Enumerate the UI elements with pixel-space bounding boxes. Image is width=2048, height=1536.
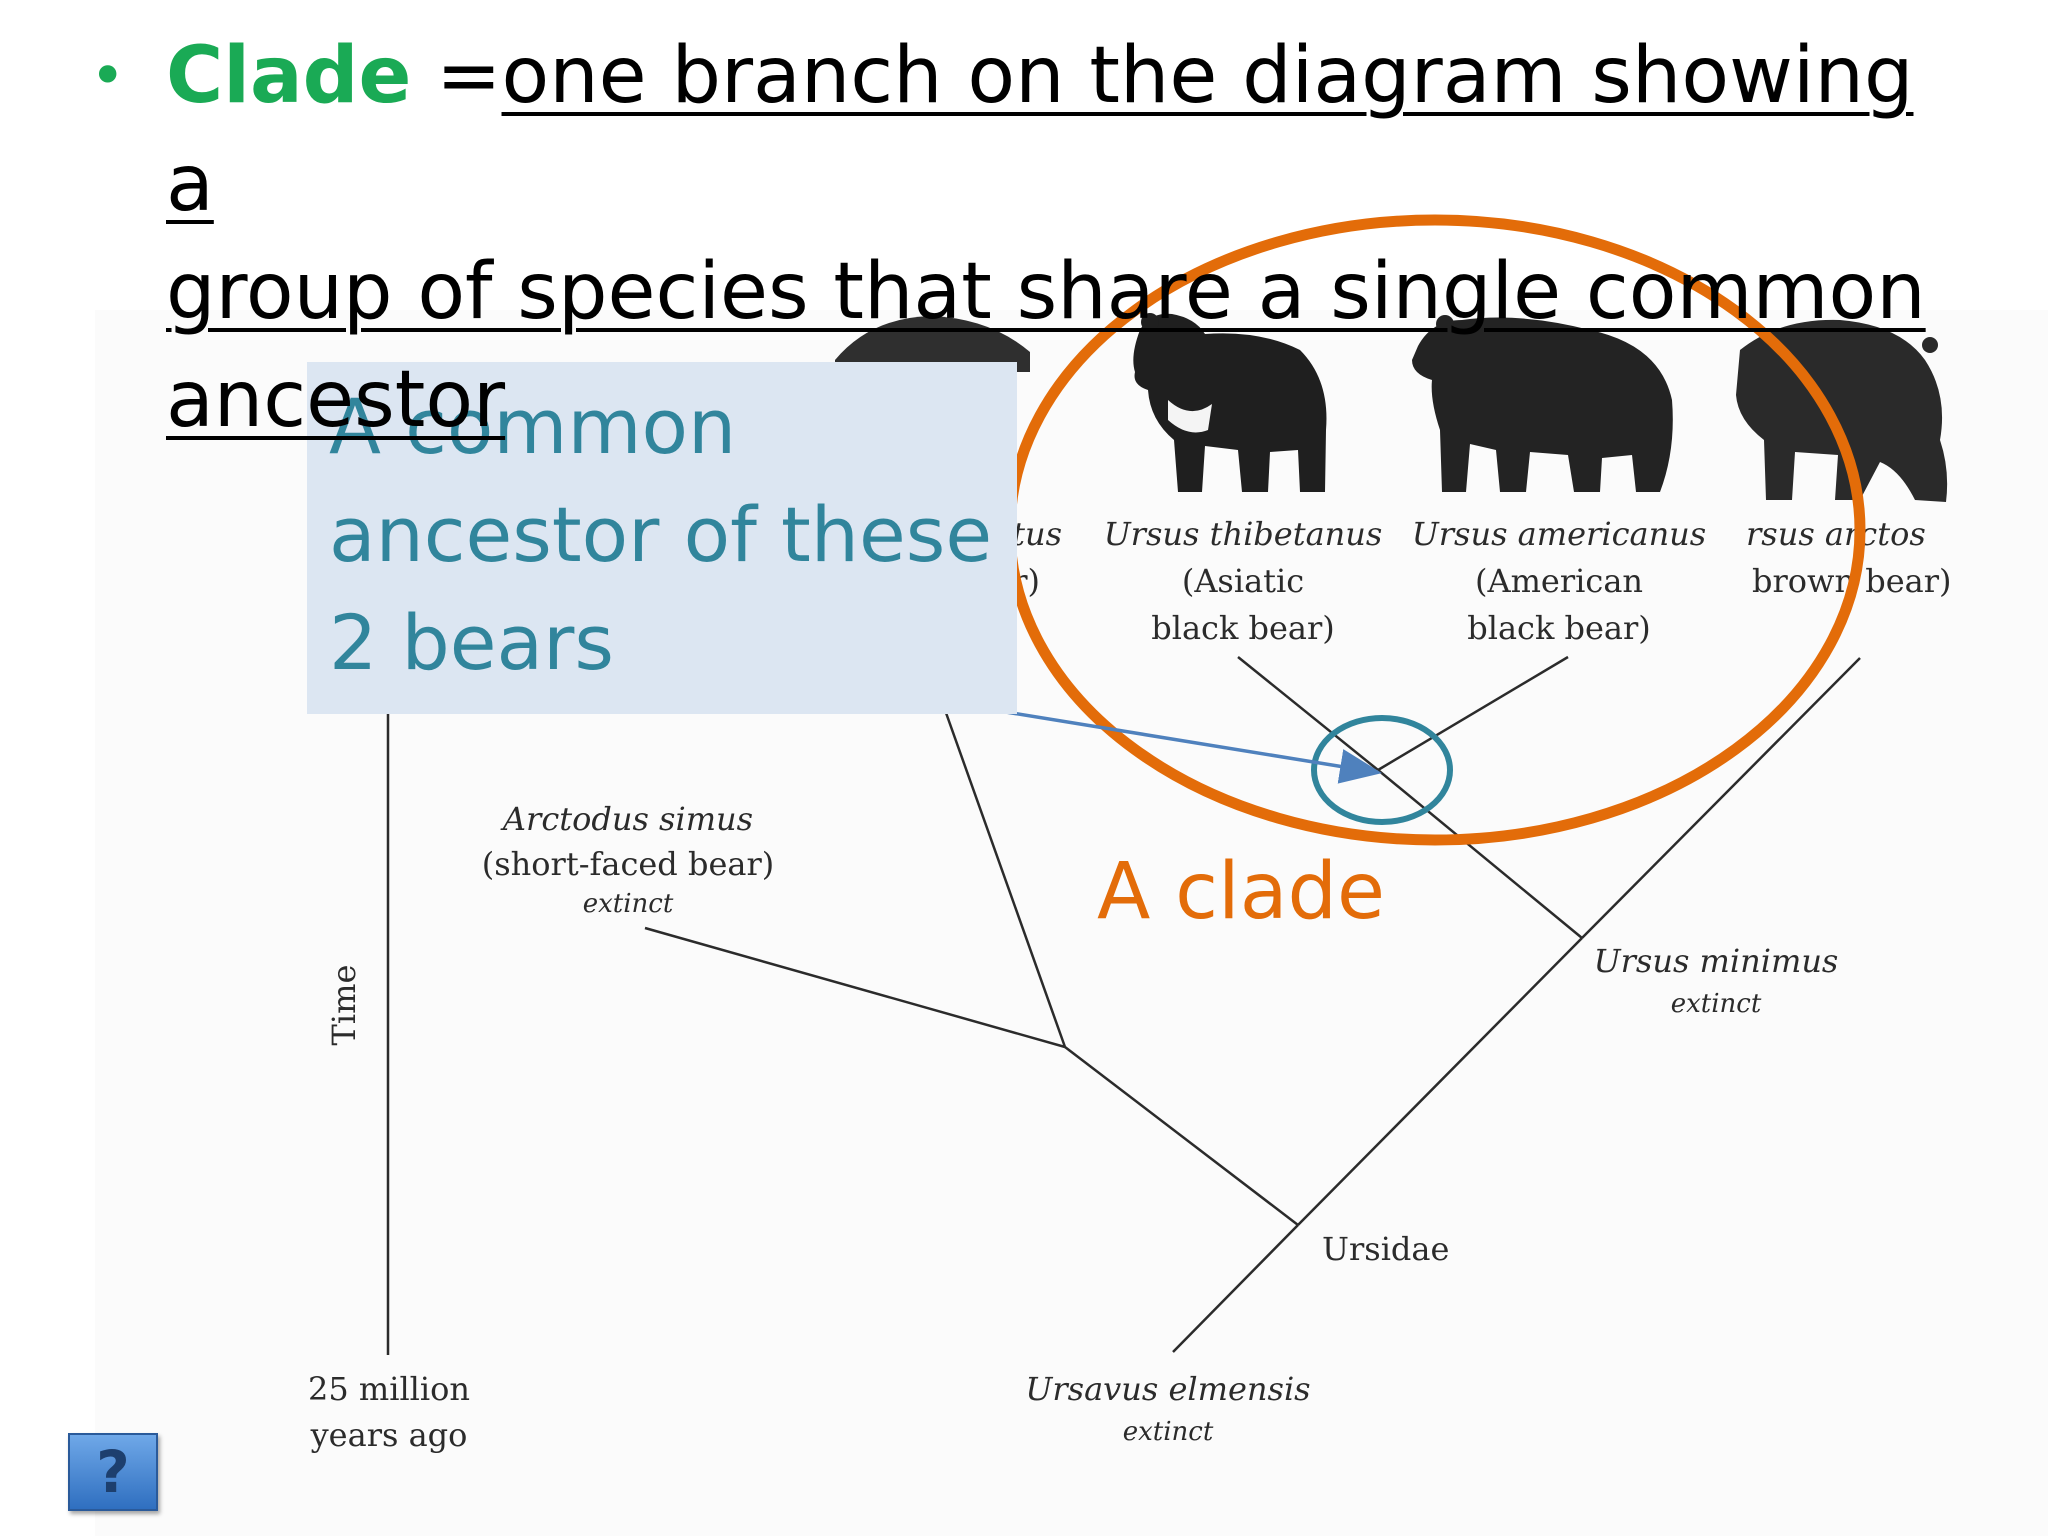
species-label-partial-name: tus <box>1012 515 1062 553</box>
species-label-ursavus-elmensis: Ursavus elmensis <box>1025 1370 1310 1408</box>
time-axis-label: Time <box>325 965 363 1046</box>
tree-branches <box>644 655 1861 1353</box>
branch-ursus-minimus-to-node <box>1377 769 1583 939</box>
branch-ursidae-to-right <box>1297 937 1583 1226</box>
definition-line-3: ancestor <box>166 355 506 445</box>
help-button[interactable]: ? <box>68 1433 158 1511</box>
clade-label: A clade <box>1097 847 1385 937</box>
common-ancestor-callout: A common ancestor of these 2 bears <box>307 362 1017 714</box>
species-common-black-bear-1: black bear) <box>1151 609 1335 647</box>
status-extinct-ursus-minimus: extinct <box>1671 989 1762 1019</box>
species-common-american: (American <box>1475 562 1643 600</box>
bear-image-american-black-bear <box>1412 315 1673 492</box>
callout-line-3: 2 bears <box>329 598 614 687</box>
time-axis-bottom-label-1: 25 million <box>308 1370 470 1408</box>
bear-image-asiatic-black-bear <box>1133 313 1327 492</box>
species-label-arctodus-simus: Arctodus simus <box>500 800 753 838</box>
time-axis-bottom-label-2: years ago <box>310 1416 468 1454</box>
clade-keyword: Clade <box>166 31 412 121</box>
branch-root <box>1172 1224 1299 1353</box>
common-ancestor-circle <box>1311 715 1453 825</box>
node-label-ursidae: Ursidae <box>1322 1230 1449 1268</box>
status-extinct-arctodus: extinct <box>583 889 674 919</box>
bear-image-hidden <box>835 316 1030 372</box>
question-mark-icon: ? <box>96 1438 130 1506</box>
species-common-black-bear-2: black bear) <box>1467 609 1651 647</box>
branch-arctodus <box>644 926 1066 1049</box>
definition-separator: = <box>411 31 502 121</box>
species-common-short-faced-bear: (short-faced bear) <box>482 845 774 883</box>
status-extinct-ursavus: extinct <box>1123 1417 1214 1447</box>
definition-line-1: one branch on the diagram showing a <box>166 31 1914 229</box>
species-common-asiatic: (Asiatic <box>1182 562 1304 600</box>
branch-hidden-species <box>943 709 1067 1048</box>
branch-american-black-bear <box>1377 655 1569 772</box>
branch-ursidae-to-left <box>1064 1046 1299 1226</box>
definition-line-2: group of species that share a single com… <box>166 247 1926 337</box>
species-label-ursus-arctos: rsus arctos <box>1746 515 1926 553</box>
branch-brown-bear <box>1581 657 1861 939</box>
species-label-ursus-americanus: Ursus americanus <box>1412 515 1706 553</box>
callout-line-2: ancestor of these <box>329 490 993 579</box>
definition-text: Clade =one branch on the diagram showing… <box>166 22 1966 454</box>
species-label-ursus-minimus: Ursus minimus <box>1594 942 1839 980</box>
bullet-dot: • <box>90 41 126 111</box>
species-label-ursus-thibetanus: Ursus thibetanus <box>1104 515 1383 553</box>
callout-line-1: A common <box>329 382 737 471</box>
